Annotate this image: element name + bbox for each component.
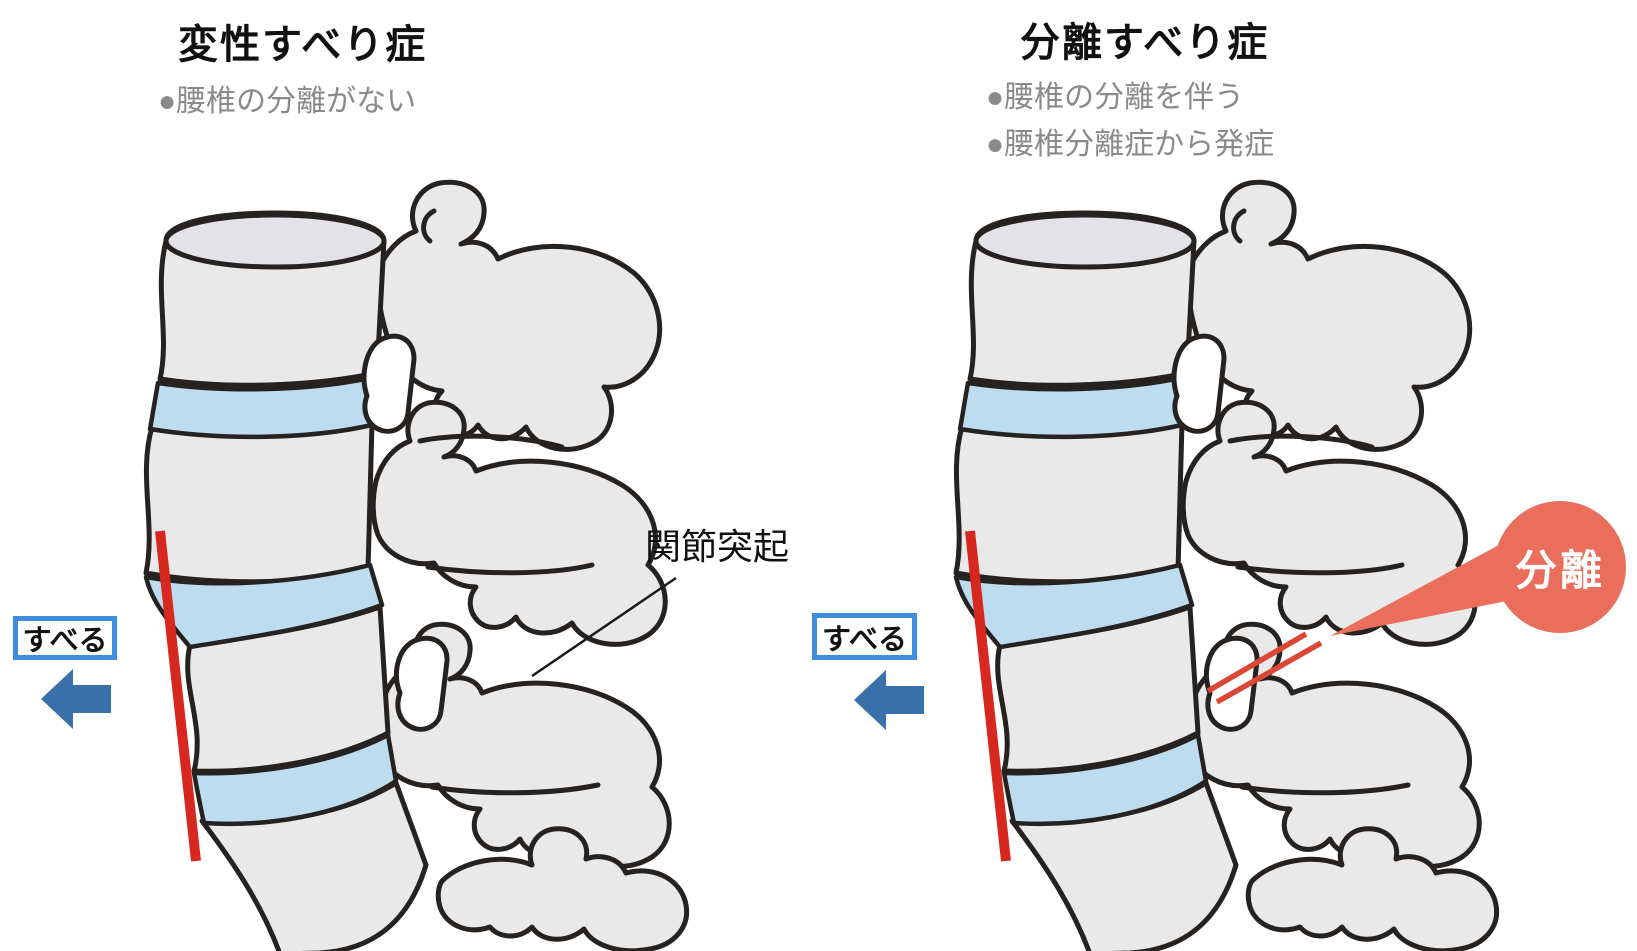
right-panel-bullet-2: ●腰椎分離症から発症 <box>986 128 1275 161</box>
facet-process-label: 関節突起 <box>645 526 790 567</box>
slide-label-right: すべる <box>822 623 907 656</box>
right-panel-bullet-1: ●腰椎の分離を伴う <box>986 81 1245 114</box>
spine-illustration-degenerative <box>130 175 690 951</box>
separation-badge-label: 分離 <box>1514 546 1605 594</box>
slide-label-box-left: すべる <box>13 616 117 660</box>
slide-arrow-icon-right <box>854 670 924 730</box>
slide-arrow-icon-left <box>41 669 111 729</box>
left-panel-bullet-1: ●腰椎の分離がない <box>158 85 417 118</box>
spine-illustration-isthmic <box>940 175 1500 951</box>
slide-label-left: すべる <box>22 625 108 657</box>
right-panel-bullets: ●腰椎の分離を伴う ●腰椎分離症から発症 <box>986 74 1274 168</box>
right-panel-title: 分離すべり症 <box>1020 21 1270 65</box>
slide-label-box-right: すべる <box>812 613 917 660</box>
separation-badge: 分離 <box>1494 501 1626 633</box>
left-panel-title: 変性すべり症 <box>178 23 428 67</box>
